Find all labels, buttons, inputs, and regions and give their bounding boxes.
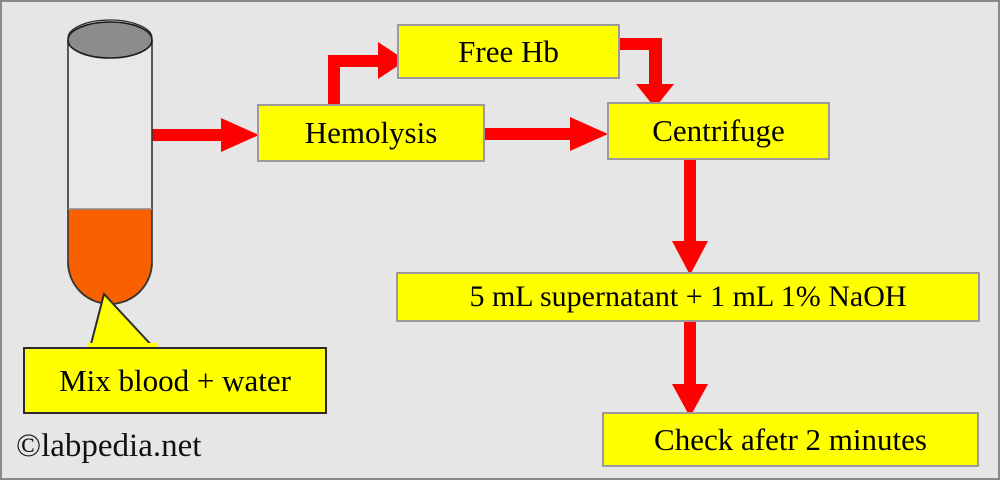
arrow-shape [614, 38, 674, 108]
flow-box-label: Free Hb [458, 33, 559, 69]
arrow-naoh-to-check [672, 318, 708, 417]
flow-box-label: 5 mL supernatant + 1 mL 1% NaOH [469, 280, 907, 313]
callout-label: Mix blood + water [59, 362, 291, 398]
callout-pointer [88, 291, 158, 350]
flow-box-label: Hemolysis [304, 115, 438, 150]
arrow-hemolysis-to-centrifuge [482, 117, 608, 151]
arrow-centrifuge-to-naoh [672, 157, 708, 275]
arrow-free-hb-to-centrifuge [614, 38, 674, 108]
flow-box-free-hb[interactable]: Free Hb [397, 24, 620, 79]
flow-box-naoh-mixture[interactable]: 5 mL supernatant + 1 mL 1% NaOH [396, 272, 980, 322]
tube-opening [67, 21, 153, 59]
tube-liquid [68, 209, 152, 304]
callout-pointer-shape [88, 291, 157, 349]
callout-mix-blood-water[interactable]: Mix blood + water [23, 347, 327, 414]
flow-box-label: Centrifuge [652, 113, 785, 148]
arrow-shape [328, 42, 406, 110]
tube-rim-highlight [67, 19, 153, 39]
flow-box-label: Check afetr 2 minutes [654, 421, 927, 457]
arrow-shape [672, 318, 708, 417]
arrow-shape [145, 118, 259, 152]
flow-box-centrifuge[interactable]: Centrifuge [607, 102, 830, 160]
arrow-shape [482, 117, 608, 151]
watermark-labpedia: ©labpedia.net [16, 428, 202, 464]
arrow-hemolysis-to-free-hb [328, 42, 406, 110]
flow-box-hemolysis[interactable]: Hemolysis [257, 104, 485, 162]
test-tube [67, 19, 153, 305]
callout-pointer-join [88, 343, 158, 350]
arrow-tube-to-hemolysis [145, 118, 259, 152]
arrow-shape [672, 157, 708, 275]
flow-box-check-result[interactable]: Check afetr 2 minutes [602, 412, 979, 467]
